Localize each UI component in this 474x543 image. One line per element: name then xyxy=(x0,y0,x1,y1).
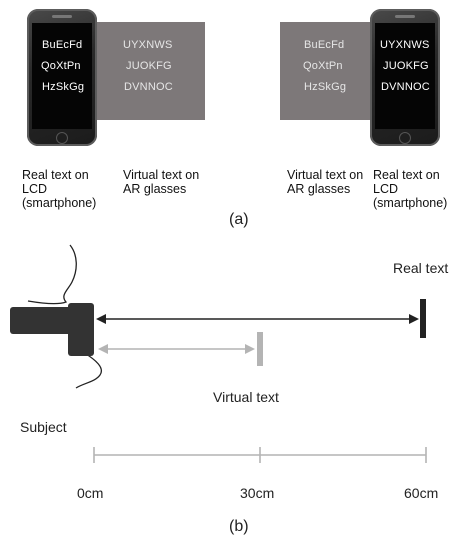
virtual-word: UYXNWS xyxy=(123,39,173,51)
phone-screen xyxy=(32,23,92,129)
virtual-word: JUOKFG xyxy=(126,60,172,72)
virtual-overlay-left xyxy=(95,22,205,120)
real-word: UYXNWS xyxy=(380,39,430,51)
virtual-word: BuEcFd xyxy=(304,39,345,51)
ar-glasses-icon xyxy=(10,303,94,356)
virtual-word: HzSkGg xyxy=(304,81,347,93)
caption-virtual-text-left: Virtual text on AR glasses xyxy=(123,168,200,196)
virtual-text-label: Virtual text xyxy=(213,389,279,405)
virtual-word: DVNNOC xyxy=(124,81,173,93)
caption-real-text-left: Real text on LCD (smartphone) xyxy=(22,168,97,210)
smartphone-left xyxy=(27,9,97,146)
smartphone-right xyxy=(370,9,440,146)
speaker-icon xyxy=(395,15,415,18)
speaker-icon xyxy=(52,15,72,18)
home-button-icon xyxy=(56,132,68,144)
real-word: JUOKFG xyxy=(383,60,429,72)
real-word: BuEcFd xyxy=(42,39,83,51)
real-word: QoXtPn xyxy=(41,60,81,72)
virtual-word: QoXtPn xyxy=(303,60,343,72)
scale-tick-label: 30cm xyxy=(240,485,275,501)
scale-tick-label: 0cm xyxy=(77,485,104,501)
scale-tick-label: 60cm xyxy=(404,485,439,501)
distance-scale xyxy=(93,447,427,463)
virtual-text-marker xyxy=(257,332,263,366)
real-text-marker xyxy=(420,299,426,338)
home-button-icon xyxy=(399,132,411,144)
real-word: HzSkGg xyxy=(42,81,85,93)
real-text-label: Real text xyxy=(393,260,449,276)
caption-virtual-text-right: Virtual text on AR glasses xyxy=(287,168,364,196)
head-profile-icon xyxy=(27,244,102,389)
panel-b-label: (b) xyxy=(229,518,249,535)
phone-screen xyxy=(375,23,435,129)
subject-label: Subject xyxy=(20,419,67,435)
panel-a-label: (a) xyxy=(229,211,249,228)
caption-real-text-right: Real text on LCD (smartphone) xyxy=(373,168,448,210)
real-word: DVNNOC xyxy=(381,81,430,93)
